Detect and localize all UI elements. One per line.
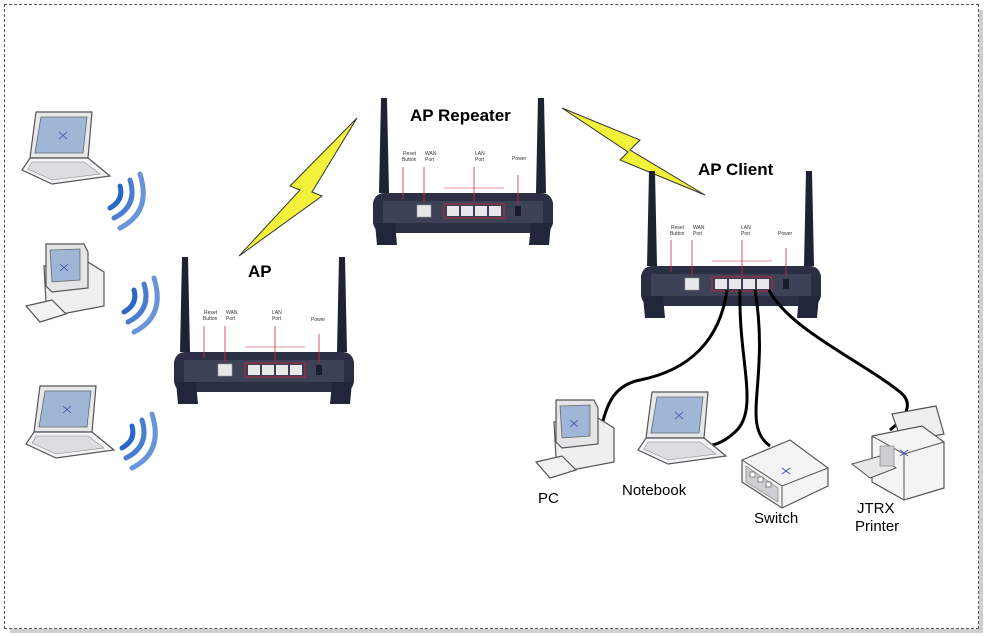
- port-label: Port: [741, 231, 751, 237]
- reset-label: Reset: [403, 151, 417, 157]
- port-label: Port: [693, 231, 703, 237]
- router-ap-client: [640, 170, 822, 319]
- notebook-device: [637, 391, 727, 465]
- wan-label: WAN: [425, 151, 437, 157]
- printer-device: [850, 405, 945, 501]
- laptop-top-left: [21, 111, 111, 185]
- wan-label: WAN: [693, 225, 705, 231]
- button-label: Button: [670, 231, 685, 237]
- wan-label: WAN: [226, 310, 238, 316]
- cable-switch: [753, 289, 771, 448]
- ap-client-label: AP Client: [698, 160, 774, 179]
- button-label: Button: [402, 157, 417, 163]
- wifi-waves-3: [122, 414, 155, 468]
- port-label: Port: [475, 157, 485, 163]
- cable-printer: [767, 289, 909, 432]
- cable-pc: [598, 289, 729, 433]
- lan-label: LAN: [475, 151, 485, 157]
- reset-label: Reset: [671, 225, 685, 231]
- ap-port-labels: Reset Button WAN Port LAN Port Power: [203, 310, 326, 323]
- port-label: Port: [425, 157, 435, 163]
- pc-device: [535, 399, 615, 479]
- frame-shadow-right: [979, 10, 983, 632]
- power-label: Power: [512, 156, 527, 162]
- desktop-left: [25, 243, 105, 323]
- lan-label: LAN: [272, 310, 282, 316]
- laptop-bottom-left: [25, 385, 115, 459]
- wireless-link-repeater-client: [561, 107, 706, 196]
- power-label: Power: [778, 231, 793, 237]
- ap-label: AP: [248, 262, 272, 281]
- power-label: Power: [311, 317, 326, 323]
- ap-repeater-label: AP Repeater: [410, 106, 511, 125]
- switch-label: Switch: [754, 510, 799, 527]
- wireless-link-ap-repeater: [238, 117, 358, 257]
- wifi-waves-2: [124, 278, 157, 332]
- wifi-waves-1: [110, 174, 143, 228]
- cable-notebook: [702, 289, 749, 448]
- switch-device: [741, 439, 829, 509]
- reset-label: Reset: [204, 310, 218, 316]
- frame-shadow-bottom: [10, 629, 983, 633]
- port-label: Port: [272, 316, 282, 322]
- client-port-labels: Reset Button WAN Port LAN Port Power: [670, 225, 793, 237]
- lan-label: LAN: [741, 225, 751, 231]
- dashed-frame: [4, 4, 979, 629]
- button-label: Button: [203, 316, 218, 322]
- pc-label: PC: [538, 490, 559, 507]
- notebook-label: Notebook: [622, 482, 687, 499]
- printer-label-line1: JTRX: [857, 500, 895, 517]
- printer-label-line2: Printer: [855, 518, 900, 535]
- repeater-port-labels: Reset Button WAN Port LAN Port Power: [402, 151, 527, 163]
- port-label: Port: [226, 316, 236, 322]
